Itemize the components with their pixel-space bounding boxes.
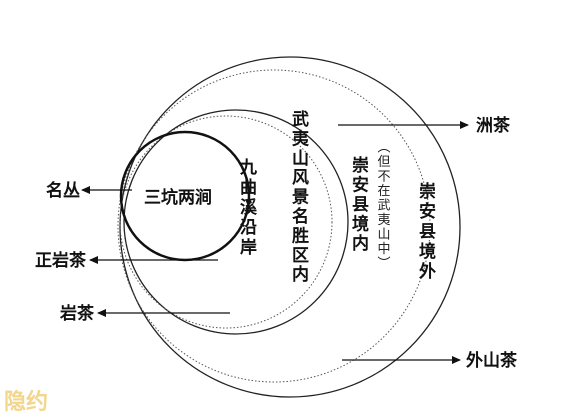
category-waishancha-label: 外山茶 bbox=[466, 350, 518, 371]
region-chongan-outer-label: 崇安县境外 bbox=[415, 182, 436, 282]
region-jiuqu-label: 九曲溪沿岸 bbox=[236, 158, 258, 258]
outer-circle-chongan-outside bbox=[119, 56, 461, 398]
circle-jiuqu bbox=[119, 115, 333, 329]
category-zhoucha-label: 洲茶 bbox=[476, 115, 511, 136]
region-chongan-inner-label: 崇安县境内 bbox=[348, 156, 369, 254]
circle-wuyishan bbox=[123, 109, 349, 335]
category-mingcong-label: 名丛 bbox=[46, 180, 80, 201]
circle-chongan-inside bbox=[117, 69, 431, 383]
region-sankeng-label: 三坑两涧 bbox=[144, 187, 212, 208]
watermark-text: 隐约 bbox=[4, 389, 48, 415]
category-yancha-label: 岩茶 bbox=[59, 303, 95, 324]
category-zhengyancha-label: 正岩茶 bbox=[35, 250, 87, 271]
region-wuyishan-label: 武夷山风景名胜区内 bbox=[288, 109, 309, 285]
region-note-label: （但不在武夷山中） bbox=[375, 140, 391, 271]
